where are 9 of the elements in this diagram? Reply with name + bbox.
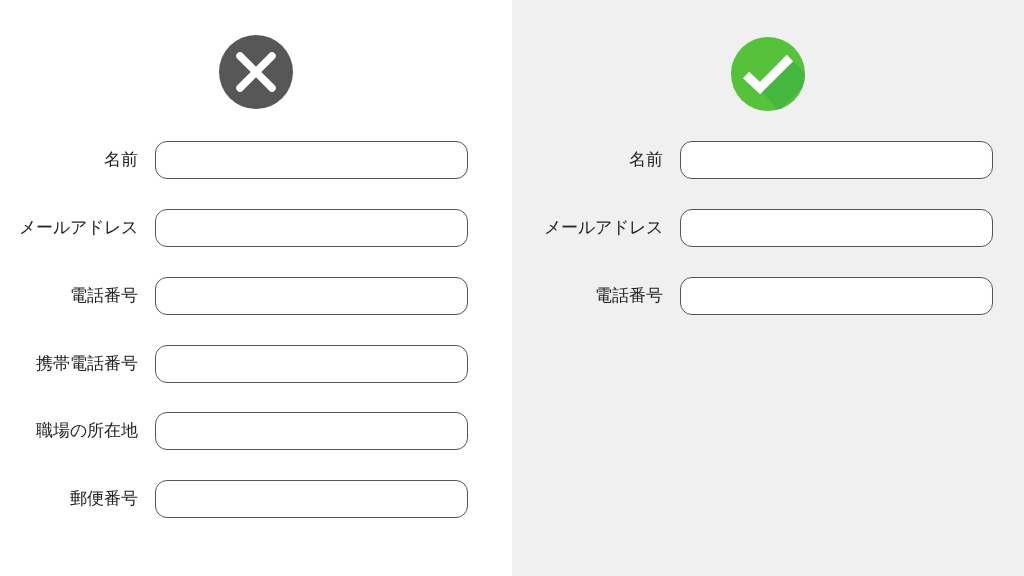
field-label: 電話番号	[595, 285, 663, 307]
field-label: 名前	[104, 149, 138, 171]
field-label: 電話番号	[70, 285, 138, 307]
field-label: 郵便番号	[70, 488, 138, 510]
field-label: メールアドレス	[19, 217, 138, 239]
field-label: 職場の所在地	[36, 420, 138, 442]
field-label: メールアドレス	[544, 217, 663, 239]
field-label: 携帯電話番号	[36, 353, 138, 375]
field-label: 名前	[629, 149, 663, 171]
